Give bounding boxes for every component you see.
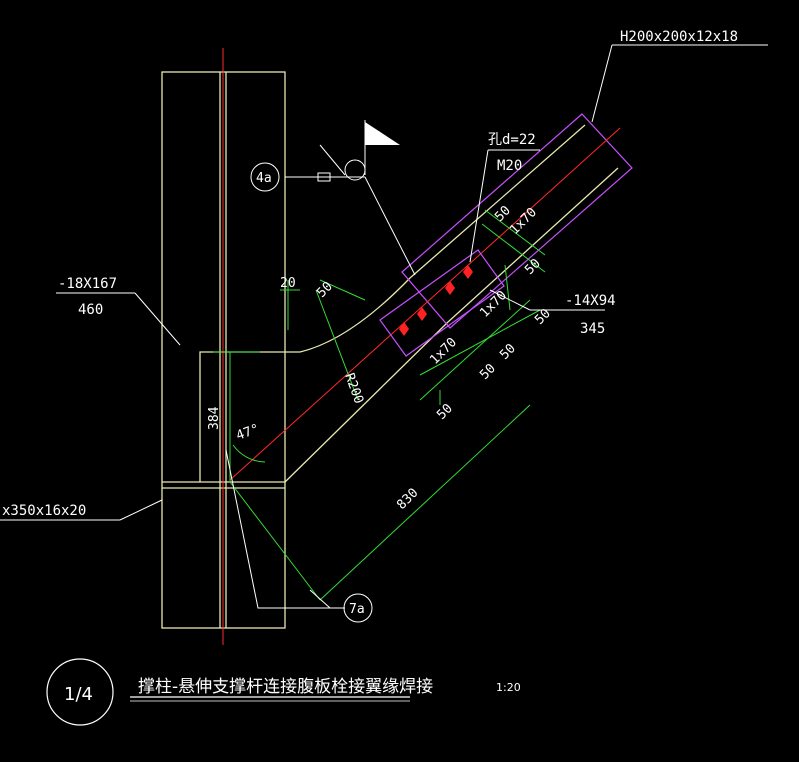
- weld-ref-top: 4a: [256, 171, 272, 186]
- dimension-lines: [213, 209, 546, 601]
- detail-scale: 1:20: [496, 681, 521, 694]
- label-plate-top: -18X167: [58, 276, 117, 292]
- weld-ref-bottom: 7a: [349, 602, 365, 617]
- title-block: 1/4 撑柱-悬伸支撑杆连接腹板栓接翼缘焊接 1:20: [46, 658, 521, 726]
- bolt: [445, 281, 455, 295]
- brace-member: [409, 124, 619, 323]
- label-section-brace: H200x200x12x18: [620, 29, 738, 45]
- bolt: [417, 307, 427, 321]
- bolt: [399, 322, 409, 336]
- label-height-384: 384: [207, 406, 222, 430]
- gusset-plate: [199, 277, 449, 483]
- detail-number: 1/4: [64, 684, 93, 705]
- brace-centerline: [229, 127, 621, 481]
- field-weld-flag: [365, 122, 400, 145]
- label-bolt: M20: [497, 158, 522, 174]
- brace-outline: [401, 113, 633, 329]
- label-plate-bottom: x350x16x20: [2, 503, 86, 519]
- bolt-group: [399, 265, 473, 336]
- leader-lines: [0, 44, 768, 623]
- label-plate-right-len: 345: [580, 321, 605, 337]
- label-plate-right: -14X94: [565, 293, 616, 309]
- label-dim-20: 20: [280, 276, 296, 291]
- weld-symbol-box: [317, 172, 331, 182]
- splice-plate: [379, 249, 505, 357]
- label-hole: 孔d=22: [488, 132, 536, 148]
- label-plate-top-len: 460: [78, 302, 103, 318]
- detail-title: 撑柱-悬伸支撑杆连接腹板栓接翼缘焊接: [138, 677, 433, 697]
- bolt: [463, 265, 473, 279]
- detail-bubble: [46, 658, 114, 726]
